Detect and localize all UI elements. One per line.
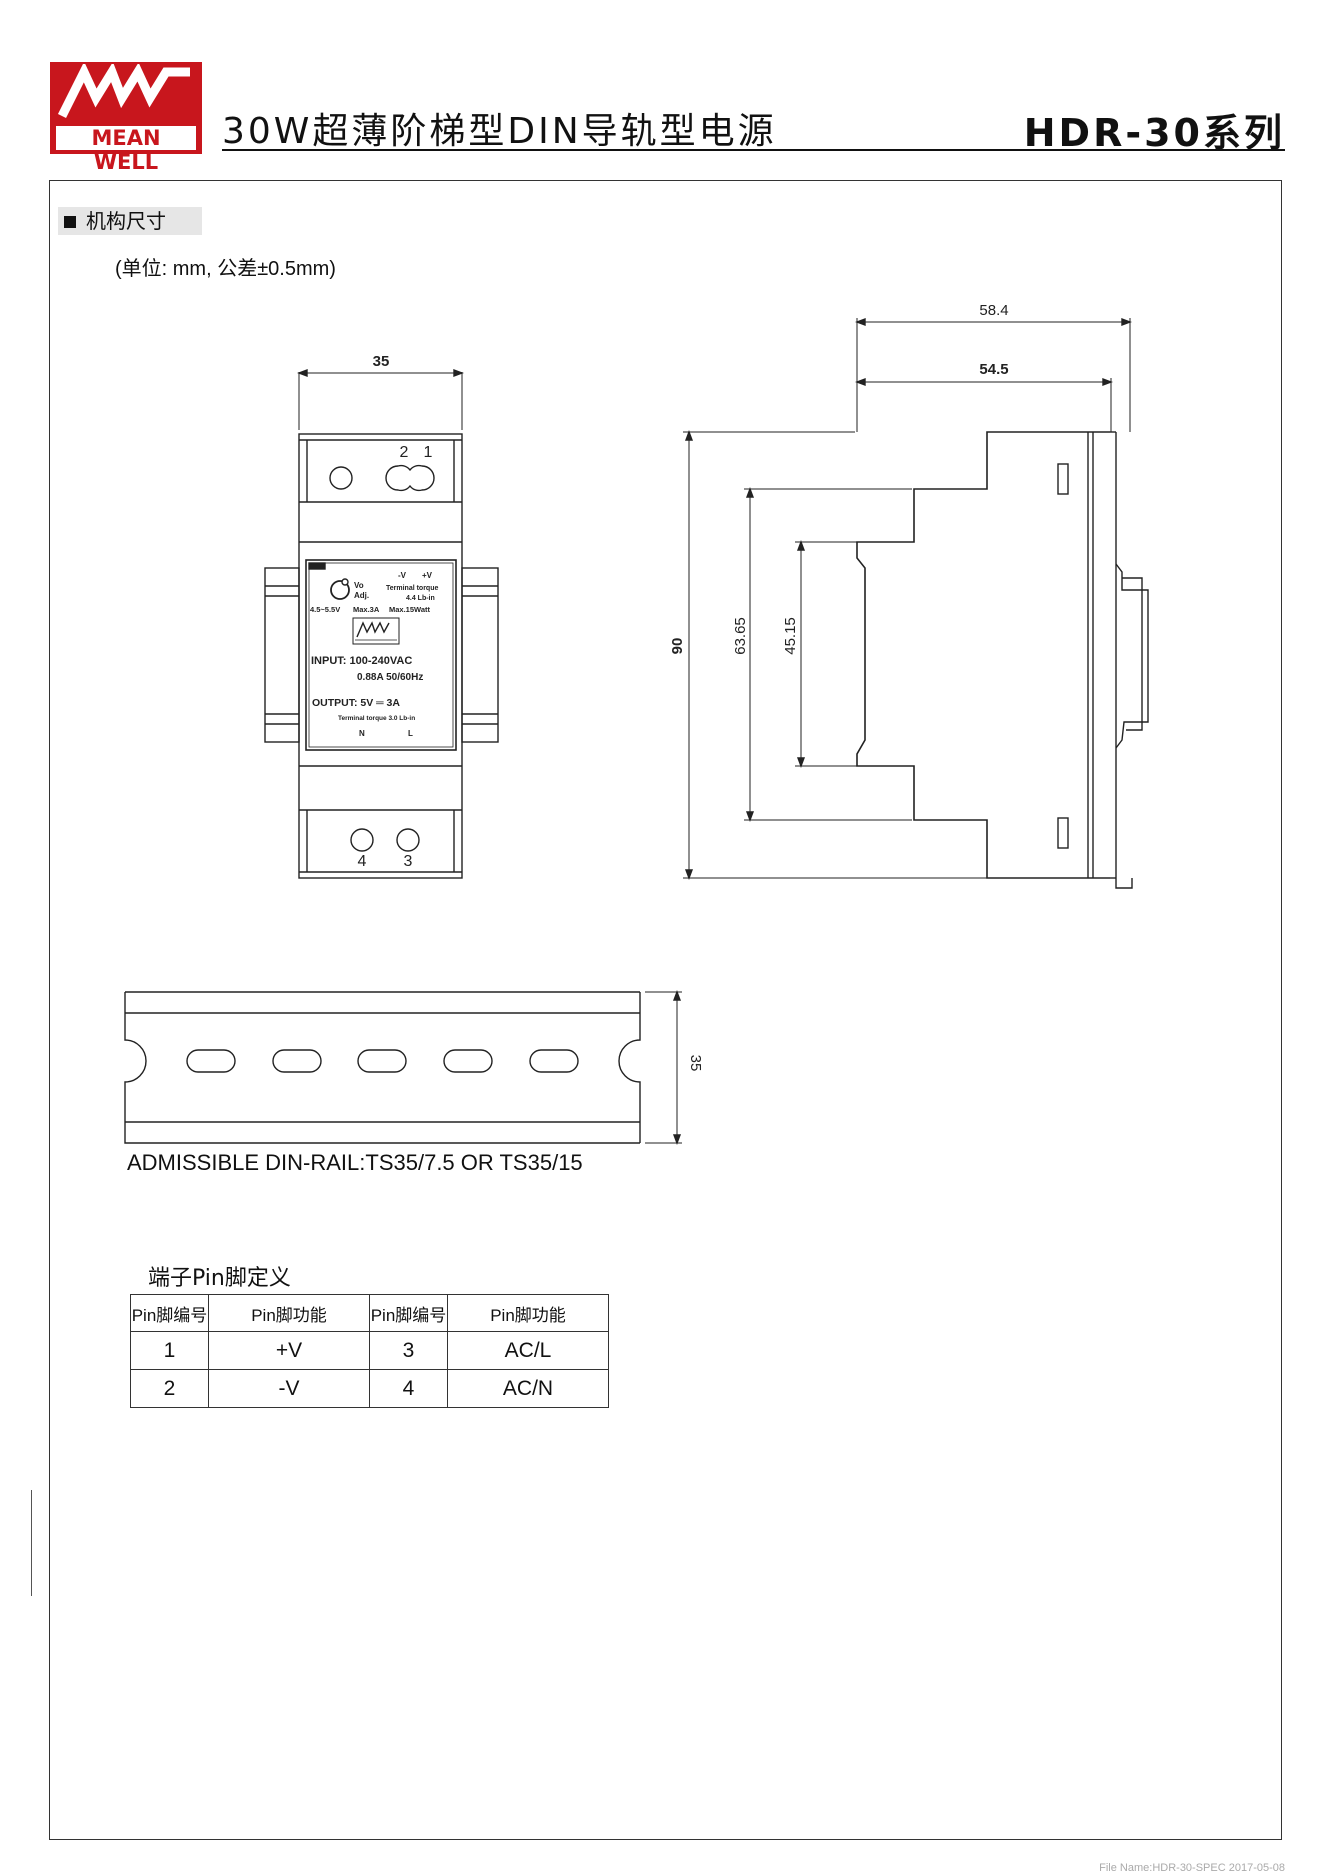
pin-label-1: 1 <box>424 444 433 461</box>
neg-v-label: -V <box>398 571 407 580</box>
pin-table-title: 端子Pin脚定义 <box>148 1266 291 1291</box>
max-w-label: Max.15Watt <box>389 605 430 614</box>
pos-v-label: +V <box>422 571 433 580</box>
series-name: HDR-30系列 <box>1023 111 1285 155</box>
table-row: 2 -V 4 AC/N <box>130 1369 609 1408</box>
side-step2-dim: 45.15 <box>782 617 799 655</box>
pin-label-2: 2 <box>400 444 409 461</box>
din-rail-note: ADMISSIBLE DIN-RAIL:TS35/7.5 OR TS35/15 <box>127 1150 583 1175</box>
table-cell: AC/L <box>447 1331 609 1370</box>
table-cell: 3 <box>369 1331 448 1370</box>
adj-label: Adj. <box>354 591 369 600</box>
section-title: 机构尺寸 <box>86 209 166 233</box>
front-view: 35 2 1 4 3 Vo <box>264 353 499 879</box>
table-header-row: Pin脚编号 Pin脚功能 Pin脚编号 Pin脚功能 <box>130 1294 609 1332</box>
header-pin-no-2: Pin脚编号 <box>369 1294 448 1332</box>
header-pin-function-2: Pin脚功能 <box>447 1294 609 1332</box>
torque-label-1: Terminal torque <box>386 585 438 592</box>
pin-label-4: 4 <box>358 853 367 870</box>
document-title: 30W超薄阶梯型DIN导轨型电源 <box>222 111 777 152</box>
mw-logo-mark <box>57 64 190 119</box>
table-cell: AC/N <box>447 1369 609 1408</box>
rail-height-dim: 35 <box>687 1055 704 1072</box>
margin-mark <box>31 1490 32 1596</box>
table-cell: -V <box>208 1369 370 1408</box>
output-label: OUTPUT: 5V ═ 3A <box>312 697 400 709</box>
front-width-dim: 35 <box>373 353 390 370</box>
l-terminal-label: L <box>408 729 413 738</box>
section-heading: 机构尺寸 <box>58 207 202 235</box>
table-cell: 1 <box>130 1331 209 1370</box>
header-pin-function-1: Pin脚功能 <box>208 1294 370 1332</box>
mean-well-logo: MEAN WELL <box>50 62 202 174</box>
bullet-square-icon <box>64 216 76 228</box>
table-cell: 2 <box>130 1369 209 1408</box>
input-label: INPUT: 100-240VAC <box>311 655 412 667</box>
content-frame <box>49 180 1282 1840</box>
side-depth-body-dim: 54.5 <box>979 361 1008 378</box>
header-pin-no-1: Pin脚编号 <box>130 1294 209 1332</box>
table-cell: 4 <box>369 1369 448 1408</box>
side-view: 58.4 54.5 90 63.65 45.15 <box>669 302 1149 889</box>
header-rule <box>222 149 1285 151</box>
units-note: (单位: mm, 公差±0.5mm) <box>115 258 336 280</box>
input-torque-label: Terminal torque 3.0 Lb-in <box>338 715 415 722</box>
table-cell: +V <box>208 1331 370 1370</box>
range-label: 4.5~5.5V <box>310 605 340 614</box>
side-height-dim: 90 <box>669 638 686 655</box>
n-terminal-label: N <box>359 729 365 738</box>
side-step1-dim: 63.65 <box>732 617 749 655</box>
torque-label-2: 4.4 Lb-in <box>406 595 435 602</box>
side-depth-total-dim: 58.4 <box>979 302 1008 319</box>
vo-label: Vo <box>354 581 364 590</box>
footer-file-name: File Name:HDR-30-SPEC 2017-05-08 <box>1099 1862 1285 1874</box>
pin-definition-table: Pin脚编号 Pin脚功能 Pin脚编号 Pin脚功能 1 +V 3 AC/L … <box>130 1294 609 1408</box>
input-current-label: 0.88A 50/60Hz <box>357 672 423 683</box>
brand-name: MEAN WELL <box>56 126 196 174</box>
pin-label-3: 3 <box>404 853 413 870</box>
din-rail-view: 35 <box>124 990 704 1145</box>
max-a-label: Max.3A <box>353 605 380 614</box>
table-row: 1 +V 3 AC/L <box>130 1331 609 1370</box>
